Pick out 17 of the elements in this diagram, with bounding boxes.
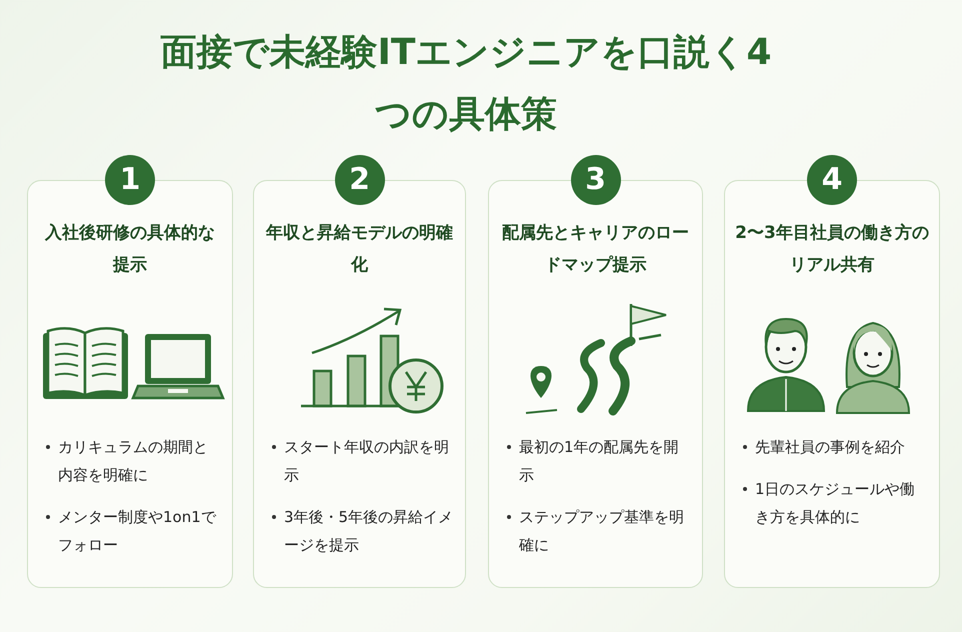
card-heading: 配属先とキャリアのロードマップ提示 [501, 222, 690, 277]
page-title: 面接で未経験ITエンジニアを口説く4つの具体策 [160, 31, 772, 137]
step-number-badge: 4 [807, 155, 857, 205]
card-heading: 入社後研修の具体的な提示 [44, 222, 216, 277]
bullet-text: 最初の1年の配属先を開示 [519, 437, 680, 486]
card-heading: 2〜3年目社員の働き方のリアル共有 [735, 222, 929, 277]
card-heading: 年収と昇給モデルの明確化 [264, 222, 454, 277]
bullet-text: ステップアップ基準を明確に [519, 507, 685, 556]
bullet-text: 3年後・5年後の昇給イメージを提示 [284, 507, 454, 556]
step-number-badge: 1 [105, 155, 155, 205]
step-number-badge: 3 [570, 155, 620, 205]
bullet-text: スタート年収の内訳を明示 [284, 437, 450, 486]
bullet-text: カリキュラムの期間と内容を明確に [58, 437, 209, 486]
step-number-badge: 2 [334, 155, 384, 205]
bullet-text: メンター制度や1on1でフォロー [58, 507, 218, 556]
bullet-text: 先輩社員の事例を紹介 [755, 437, 905, 458]
bullet-text: 1日のスケジュールや働き方を具体的に [755, 479, 916, 528]
